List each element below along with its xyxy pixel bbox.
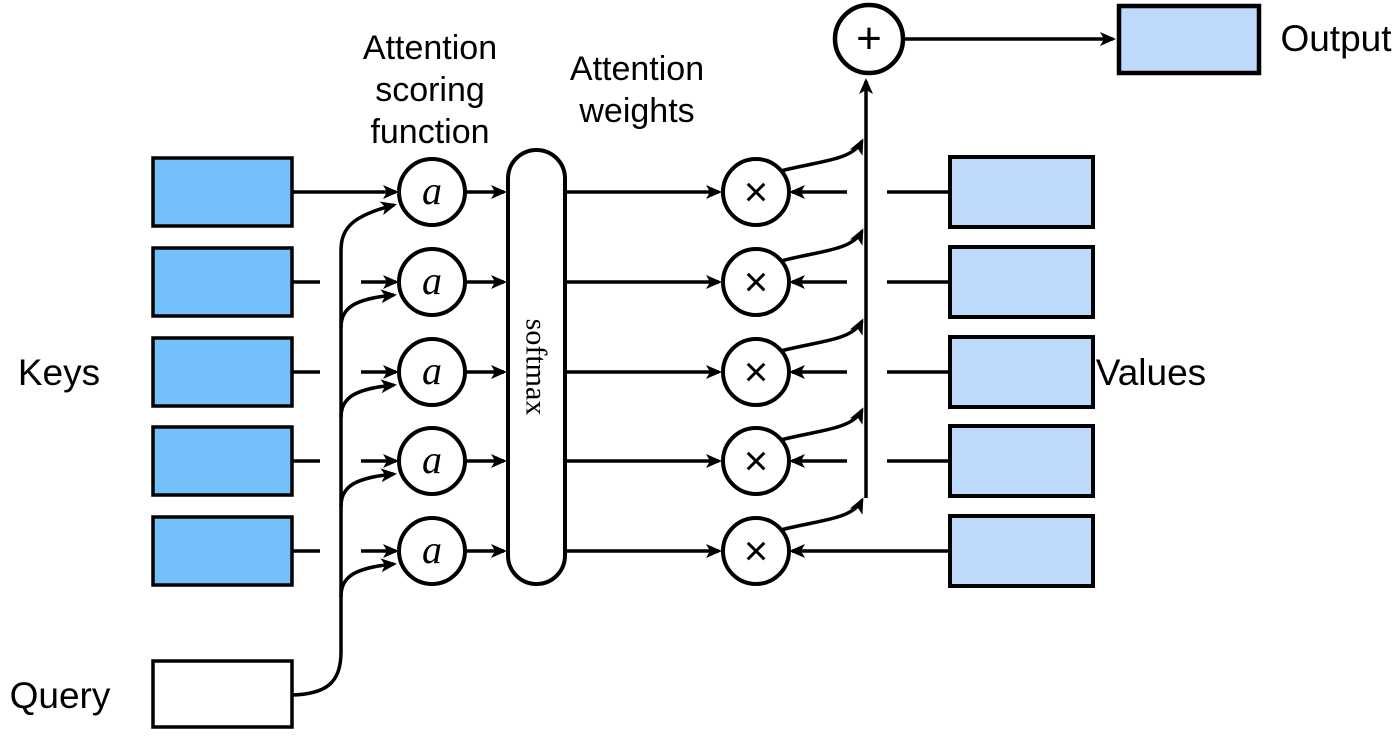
- key-box: [151, 336, 294, 408]
- key-box: [151, 156, 294, 228]
- multiply-symbol: ×: [744, 437, 769, 484]
- weights-title-line1: Attention: [570, 50, 704, 88]
- scoring-symbol: a: [422, 437, 442, 482]
- keys-column: [151, 156, 294, 587]
- multiply-node: [721, 516, 791, 586]
- keys-label: Keys: [18, 352, 100, 393]
- query-box: [151, 659, 294, 729]
- scoring-symbol: a: [422, 258, 442, 303]
- output-label: Output: [1280, 18, 1392, 59]
- values-label: Values: [1096, 352, 1206, 393]
- arrow-multiply5-to-sum: [780, 497, 864, 532]
- scoring-title: Attention scoring function: [363, 29, 497, 151]
- arrow-multiply1-to-sum: [780, 138, 864, 173]
- key-box: [151, 246, 294, 318]
- multiply-to-sum-arrows: [780, 78, 873, 532]
- multiply-node: [721, 426, 791, 496]
- multiply-symbol: ×: [744, 527, 769, 574]
- value-to-multiply-arrows: [789, 185, 950, 558]
- multiply-node: [721, 337, 791, 407]
- arrow-multiply2-to-sum: [780, 228, 864, 263]
- value-box: [948, 335, 1095, 409]
- scoring-title-line2: scoring: [375, 71, 485, 109]
- multiply-symbol: ×: [744, 348, 769, 395]
- sum-symbol: +: [856, 14, 882, 63]
- scoring-symbol: a: [422, 348, 442, 393]
- scoring-title-line3: function: [370, 113, 489, 151]
- softmax-to-multiply-arrows: [565, 185, 722, 558]
- scoring-symbol: a: [422, 168, 442, 213]
- weights-title: Attention weights: [570, 50, 704, 130]
- scoring-column: a a a a a: [397, 157, 467, 586]
- output-box: [1116, 3, 1262, 76]
- softmax-box: [506, 148, 567, 586]
- scoring-to-softmax-arrows: [465, 185, 507, 558]
- arrow-query-branch-to-scoring4: [339, 468, 397, 508]
- values-column: [948, 155, 1095, 588]
- query-arrows: [291, 201, 397, 697]
- arrow-query-branch-to-scoring3: [339, 379, 397, 419]
- arrow-query-branch-to-scoring2: [339, 289, 397, 329]
- key-to-scoring-arrows: [292, 185, 399, 558]
- softmax-block: softmax: [506, 148, 567, 586]
- key-box: [151, 515, 294, 587]
- weights-title-line2: weights: [578, 92, 694, 130]
- arrow-multiply4-to-sum: [780, 407, 864, 442]
- value-box: [948, 514, 1095, 588]
- value-box: [948, 424, 1095, 498]
- multiply-column: × × × × ×: [721, 157, 791, 586]
- sum-block: +: [832, 2, 906, 76]
- softmax-label: softmax: [520, 319, 553, 416]
- arrow-query-branch-to-scoring5: [339, 558, 397, 598]
- multiply-symbol: ×: [744, 168, 769, 215]
- value-box: [948, 155, 1095, 229]
- multiply-symbol: ×: [744, 258, 769, 305]
- multiply-node: [721, 157, 791, 227]
- value-box: [948, 245, 1095, 319]
- key-box: [151, 425, 294, 497]
- arrow-query-trunk-to-scoring1: [291, 201, 397, 697]
- scoring-symbol: a: [422, 527, 442, 572]
- multiply-node: [721, 247, 791, 317]
- query-label: Query: [10, 675, 111, 716]
- arrow-multiply3-to-sum: [780, 318, 864, 353]
- scoring-title-line1: Attention: [363, 29, 497, 67]
